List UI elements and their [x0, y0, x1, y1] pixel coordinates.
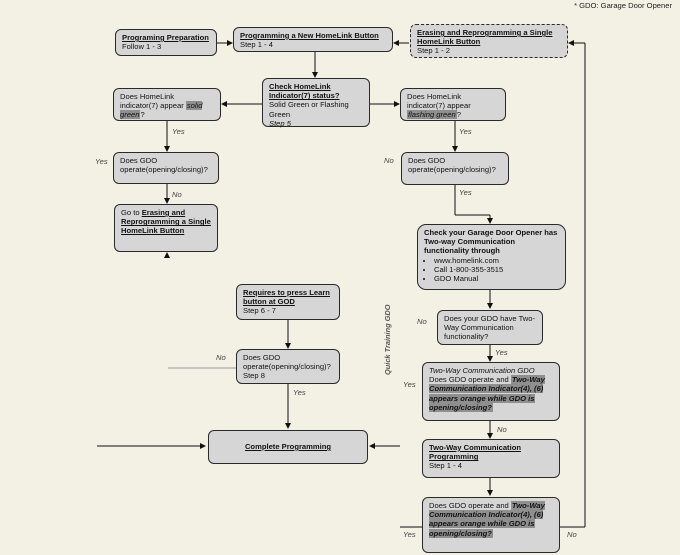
box-twoway-programming: Two-Way Communication Programming Step 1… — [422, 439, 560, 478]
gdo-step8-sub: Step 8 — [243, 371, 265, 381]
twoway-check-item: www.homelink.com — [434, 256, 559, 265]
box-complete-programming: Complete Programming — [208, 430, 368, 464]
box-goto-erase: Go to Erasing and Reprogramming a Single… — [114, 204, 218, 252]
twoway-check-list: www.homelink.com Call 1-800-355-3515 GDO… — [424, 256, 559, 284]
erase-sub: Step 1 - 2 — [417, 46, 450, 56]
label-no: No — [567, 530, 577, 539]
side-label: Quick Training GDO — [383, 304, 392, 376]
twoway-head: Two-Way Communication GDO — [429, 366, 535, 375]
twoway-check-item: GDO Manual — [434, 274, 559, 283]
prep-title: Programing Preparation — [122, 33, 209, 42]
label-yes: Yes — [293, 388, 306, 397]
has-twoway-text: Does your GDO have Two-Way Communication… — [444, 314, 536, 342]
flash-end: ? — [456, 110, 461, 120]
flash-hl: flashing green — [407, 110, 457, 120]
box-erase-reprogram: Erasing and Reprogramming a Single HomeL… — [410, 24, 568, 58]
box-learn-button: Requires to press Learn button at GOD St… — [236, 284, 340, 320]
new-title: Programming a New HomeLink Button — [240, 31, 379, 40]
solid-end: ? — [140, 110, 145, 120]
label-yes: Yes — [403, 530, 416, 539]
box-has-twoway: Does your GDO have Two-Way Communication… — [437, 310, 543, 345]
label-no: No — [172, 190, 182, 199]
check-title: Check HomeLink Indicator(7) status? — [269, 82, 340, 101]
twoway-pre: Does GDO operate and — [429, 375, 511, 385]
label-no: No — [384, 156, 394, 165]
box-new-homelink: Programming a New HomeLink Button Step 1… — [233, 27, 393, 52]
box-gdo-right: Does GDO operate(opening/closing)? — [401, 152, 509, 185]
check-line1: Solid Green or Flashing Green — [269, 100, 349, 119]
twoway-prog-sub: Step 1 - 4 — [429, 461, 462, 471]
complete-title: Complete Programming — [244, 442, 332, 451]
label-yes: Yes — [403, 380, 416, 389]
flash-text: Does HomeLink indicator(7) appear — [407, 92, 471, 111]
new-sub: Step 1 - 4 — [240, 40, 273, 50]
label-yes: Yes — [459, 127, 472, 136]
label-no: No — [417, 317, 427, 326]
erase-title: Erasing and Reprogramming a Single HomeL… — [417, 28, 553, 47]
box-gdo-step8: Does GDO operate(opening/closing)? Step … — [236, 349, 340, 384]
final-pre: Does GDO operate and — [429, 501, 511, 510]
label-no: No — [497, 425, 507, 434]
solid-text: Does HomeLink indicator(7) appear — [120, 92, 186, 111]
box-final-question: Does GDO operate and Two-Way Communicati… — [422, 497, 560, 553]
twoway-prog-title: Two-Way Communication Programming — [429, 443, 521, 462]
goto-title: Erasing and Reprogramming a Single HomeL… — [121, 208, 211, 236]
label-yes: Yes — [495, 348, 508, 357]
gdo-right-text: Does GDO operate(opening/closing)? — [408, 156, 496, 175]
label-yes: Yes — [172, 127, 185, 136]
label-yes: Yes — [95, 157, 108, 166]
box-programming-preparation: Programing Preparation Follow 1 - 3 — [115, 29, 217, 56]
learn-title: Requires to press Learn button at GOD — [243, 288, 330, 307]
box-solid-green: Does HomeLink indicator(7) appear solid … — [113, 88, 221, 121]
legend-gdo: * GDO: Garage Door Opener — [574, 1, 672, 10]
box-twoway-question: Two-Way Communication GDO Does GDO opera… — [422, 362, 560, 421]
learn-sub: Step 6 - 7 — [243, 306, 276, 316]
gdo-step8-text: Does GDO operate(opening/closing)? — [243, 353, 331, 372]
goto-pre: Go to — [121, 208, 142, 217]
box-gdo-left: Does GDO operate(opening/closing)? — [113, 152, 219, 184]
twoway-check-title: Check your Garage Door Opener has Two-wa… — [424, 228, 558, 256]
prep-sub: Follow 1 - 3 — [122, 42, 162, 52]
check-sub: Step 5 — [269, 118, 291, 128]
box-check-twoway: Check your Garage Door Opener has Two-wa… — [417, 224, 566, 290]
label-yes: Yes — [459, 188, 472, 197]
label-no: No — [216, 353, 226, 362]
gdo-left-text: Does GDO operate(opening/closing)? — [120, 156, 208, 175]
box-check-indicator: Check HomeLink Indicator(7) status? Soli… — [262, 78, 370, 128]
box-flashing-green: Does HomeLink indicator(7) appear flashi… — [400, 88, 506, 121]
twoway-check-item: Call 1-800-355-3515 — [434, 265, 559, 274]
